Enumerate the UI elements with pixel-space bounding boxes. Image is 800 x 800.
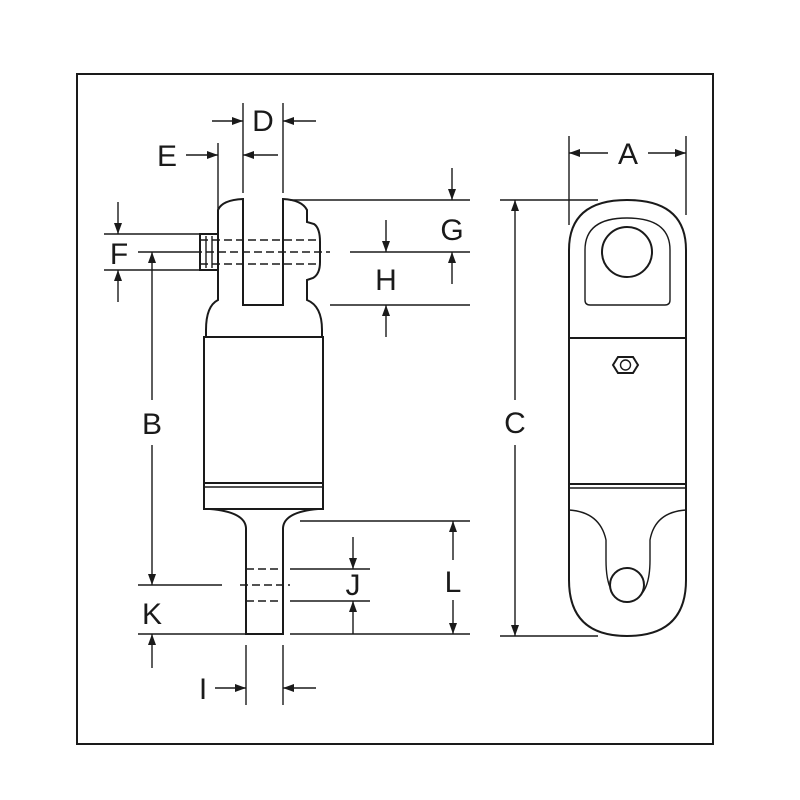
label-F: F: [110, 238, 128, 271]
dimension-E: E: [157, 140, 278, 210]
dimension-H: H: [330, 220, 470, 337]
bottom-eye-plate: [568, 483, 687, 638]
front-view: [568, 198, 687, 638]
label-I: I: [199, 673, 207, 706]
side-view: [194, 197, 330, 635]
top-eye-hole: [601, 226, 653, 278]
bottom-eye-hole: [609, 567, 645, 603]
dimension-L: L: [290, 520, 470, 635]
label-H: H: [375, 264, 397, 297]
dimension-G: G: [290, 168, 470, 284]
dimension-K: K: [138, 598, 246, 668]
dimension-C: C: [500, 199, 598, 637]
dimension-J: J: [290, 537, 370, 634]
label-B: B: [142, 408, 162, 441]
dimension-B: B: [138, 251, 222, 586]
dimension-I: I: [199, 645, 316, 706]
eye-tang: [209, 508, 319, 635]
dimension-F: F: [104, 202, 200, 302]
label-G: G: [440, 214, 463, 247]
label-D: D: [252, 105, 274, 138]
label-A: A: [618, 138, 638, 171]
label-C: C: [504, 407, 526, 440]
label-K: K: [142, 598, 162, 631]
swivel-barrel: [203, 336, 324, 484]
dimension-D: D: [212, 103, 316, 193]
grease-fitting: [611, 356, 640, 374]
dimension-A: A: [568, 136, 687, 225]
label-L: L: [445, 566, 462, 599]
label-J: J: [346, 569, 361, 602]
label-E: E: [157, 140, 177, 173]
